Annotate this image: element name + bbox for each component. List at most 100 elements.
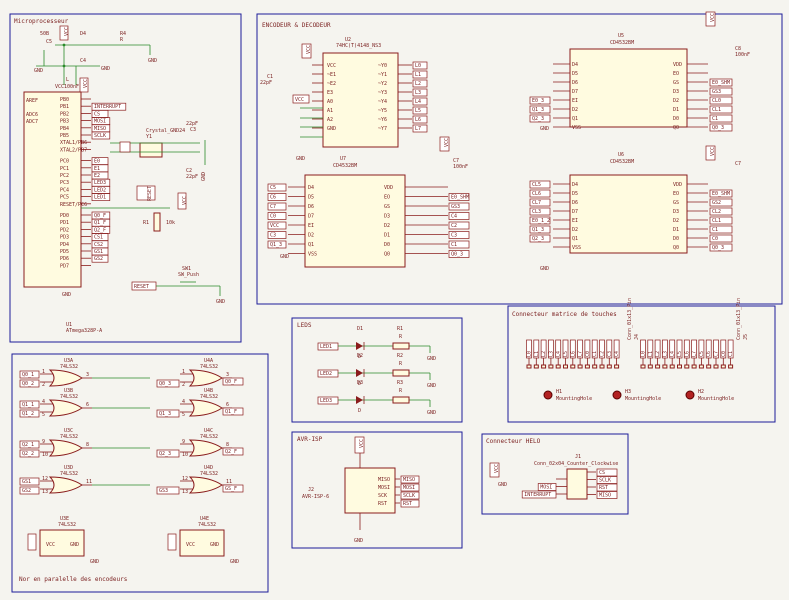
svg-text:74LS32: 74LS32 bbox=[200, 434, 218, 440]
svg-text:74LS32: 74LS32 bbox=[60, 394, 78, 400]
svg-text:2: 2 bbox=[182, 382, 185, 388]
svg-text:Q1_F: Q1_F bbox=[94, 220, 106, 226]
svg-text:74LS32: 74LS32 bbox=[60, 434, 78, 440]
svg-text:U3E: U3E bbox=[60, 516, 69, 522]
svg-text:SW_Push: SW_Push bbox=[178, 272, 199, 278]
mcu-pin-label: PC1 bbox=[60, 166, 69, 172]
svg-text:D6: D6 bbox=[572, 80, 578, 86]
reset-switch: RESET SW1 SW_Push GND bbox=[131, 266, 225, 305]
svg-text:D2: D2 bbox=[357, 353, 363, 359]
svg-text:R4: R4 bbox=[120, 31, 126, 37]
svg-text:L5: L5 bbox=[415, 108, 421, 114]
svg-text:VDD: VDD bbox=[673, 182, 682, 188]
u2-pin: ~Y3 bbox=[378, 90, 387, 96]
svg-text:LED2: LED2 bbox=[320, 371, 332, 377]
svg-text:74LS32: 74LS32 bbox=[200, 394, 218, 400]
net-label-c1: C1 bbox=[709, 114, 733, 123]
u2-pin: ~Y0 bbox=[378, 63, 387, 69]
net-label-l0: L0 bbox=[412, 61, 428, 70]
svg-text:INTERRUPT: INTERRUPT bbox=[524, 492, 551, 498]
svg-text:74LS32: 74LS32 bbox=[200, 471, 218, 477]
svg-text:L3: L3 bbox=[415, 90, 421, 96]
svg-text:GND: GND bbox=[201, 172, 207, 181]
svg-text:GS_F: GS_F bbox=[225, 486, 237, 492]
net-label-cl6: CL6 bbox=[529, 189, 551, 198]
net-label-q0_3: Q0_3 bbox=[448, 250, 470, 258]
svg-text:Q1_3: Q1_3 bbox=[159, 411, 171, 417]
mcu-pin-label: PD5 bbox=[60, 249, 69, 255]
svg-text:Q0_1: Q0_1 bbox=[22, 372, 34, 378]
net-label-helo-cs: CS bbox=[596, 468, 618, 477]
net-label-e1: E1 bbox=[91, 164, 109, 173]
section-microprocessor: Microprocesseur VCC 50B C5 C4 D4 R4 R 10… bbox=[9, 13, 242, 343]
svg-text:CS: CS bbox=[599, 470, 605, 476]
net-label-c1: C1 bbox=[448, 240, 470, 249]
net-label-q0_f: Q0_F bbox=[91, 211, 111, 220]
svg-text:5: 5 bbox=[182, 412, 185, 418]
svg-text:D2: D2 bbox=[673, 218, 679, 224]
net-label-cl0: CL0 bbox=[709, 96, 733, 105]
svg-text:VCC: VCC bbox=[359, 439, 365, 448]
svg-text:6: 6 bbox=[226, 402, 229, 408]
svg-text:GS1: GS1 bbox=[22, 479, 31, 485]
svg-text:ATmega328P-A: ATmega328P-A bbox=[66, 328, 102, 334]
net-label-c2: C2 bbox=[448, 221, 470, 230]
mcu-pin-label: PD1 bbox=[60, 220, 69, 226]
svg-text:Q0: Q0 bbox=[384, 252, 390, 258]
u2-pin: ~Y5 bbox=[378, 108, 387, 114]
svg-text:R1: R1 bbox=[397, 326, 403, 332]
svg-text:4: 4 bbox=[42, 399, 45, 405]
svg-text:1: 1 bbox=[182, 369, 185, 375]
svg-text:GND: GND bbox=[62, 292, 71, 298]
svg-text:E0_SHM: E0_SHM bbox=[451, 195, 469, 201]
svg-text:10: 10 bbox=[182, 452, 188, 458]
net-label-l5: L5 bbox=[412, 106, 428, 115]
net-label-miso: MISO bbox=[91, 124, 111, 133]
mcu-power-area: VCC 50B C5 C4 D4 R4 R 100nF L GND GND GN… bbox=[34, 25, 157, 93]
net-label-cl1: CL1 bbox=[709, 105, 733, 114]
svg-text:Q1_3: Q1_3 bbox=[270, 242, 282, 248]
svg-text:J4: J4 bbox=[634, 334, 640, 340]
svg-text:D: D bbox=[358, 408, 361, 414]
net-label-helo-sclk: SCLK bbox=[596, 476, 618, 484]
net-label-isp-miso: MISO bbox=[400, 475, 420, 484]
net-label-led1: LED1 bbox=[317, 342, 339, 351]
svg-text:2: 2 bbox=[42, 382, 45, 388]
svg-text:5: 5 bbox=[42, 412, 45, 418]
svg-text:C7: C7 bbox=[714, 351, 720, 357]
svg-text:D0: D0 bbox=[673, 236, 679, 242]
section-title-helo: Connecteur HELO bbox=[486, 438, 541, 445]
svg-text:Conn_01x13_Pin: Conn_01x13_Pin bbox=[627, 298, 633, 340]
svg-text:E2: E2 bbox=[94, 173, 100, 179]
svg-text:VSS: VSS bbox=[572, 245, 581, 251]
svg-text:Q0_3: Q0_3 bbox=[159, 381, 171, 387]
net-label-e2: E2 bbox=[91, 171, 109, 180]
svg-text:LED1: LED1 bbox=[320, 344, 332, 350]
u2-pin: ~Y1 bbox=[378, 72, 387, 78]
svg-text:GND: GND bbox=[354, 538, 363, 544]
mcu-pin-label: PB4 bbox=[60, 126, 69, 132]
svg-text:Q1: Q1 bbox=[572, 116, 578, 122]
svg-text:L6: L6 bbox=[415, 117, 421, 123]
svg-text:74LS32: 74LS32 bbox=[60, 364, 78, 370]
svg-text:D2: D2 bbox=[384, 223, 390, 229]
svg-text:U4C: U4C bbox=[204, 428, 213, 434]
svg-text:E0_3: E0_3 bbox=[532, 98, 544, 104]
svg-text:C4: C4 bbox=[451, 214, 457, 220]
svg-text:C2: C2 bbox=[451, 223, 457, 229]
svg-text:Q0_F: Q0_F bbox=[94, 213, 106, 219]
svg-text:C7: C7 bbox=[453, 158, 459, 164]
net-label-q1_1: Q1_1 bbox=[19, 400, 40, 409]
net-label-c1: C1 bbox=[709, 225, 733, 234]
net-label-q1_f: Q1_F bbox=[222, 407, 244, 416]
mcu-pin-label: PC2 bbox=[60, 173, 69, 179]
section-title-nor: Nor en paralelle des encodeurs bbox=[19, 576, 128, 583]
svg-text:50B: 50B bbox=[40, 31, 49, 37]
svg-text:SCLK: SCLK bbox=[94, 133, 106, 139]
svg-text:12: 12 bbox=[182, 476, 188, 482]
svg-text:GS2: GS2 bbox=[94, 256, 103, 262]
svg-text:12: 12 bbox=[42, 476, 48, 482]
